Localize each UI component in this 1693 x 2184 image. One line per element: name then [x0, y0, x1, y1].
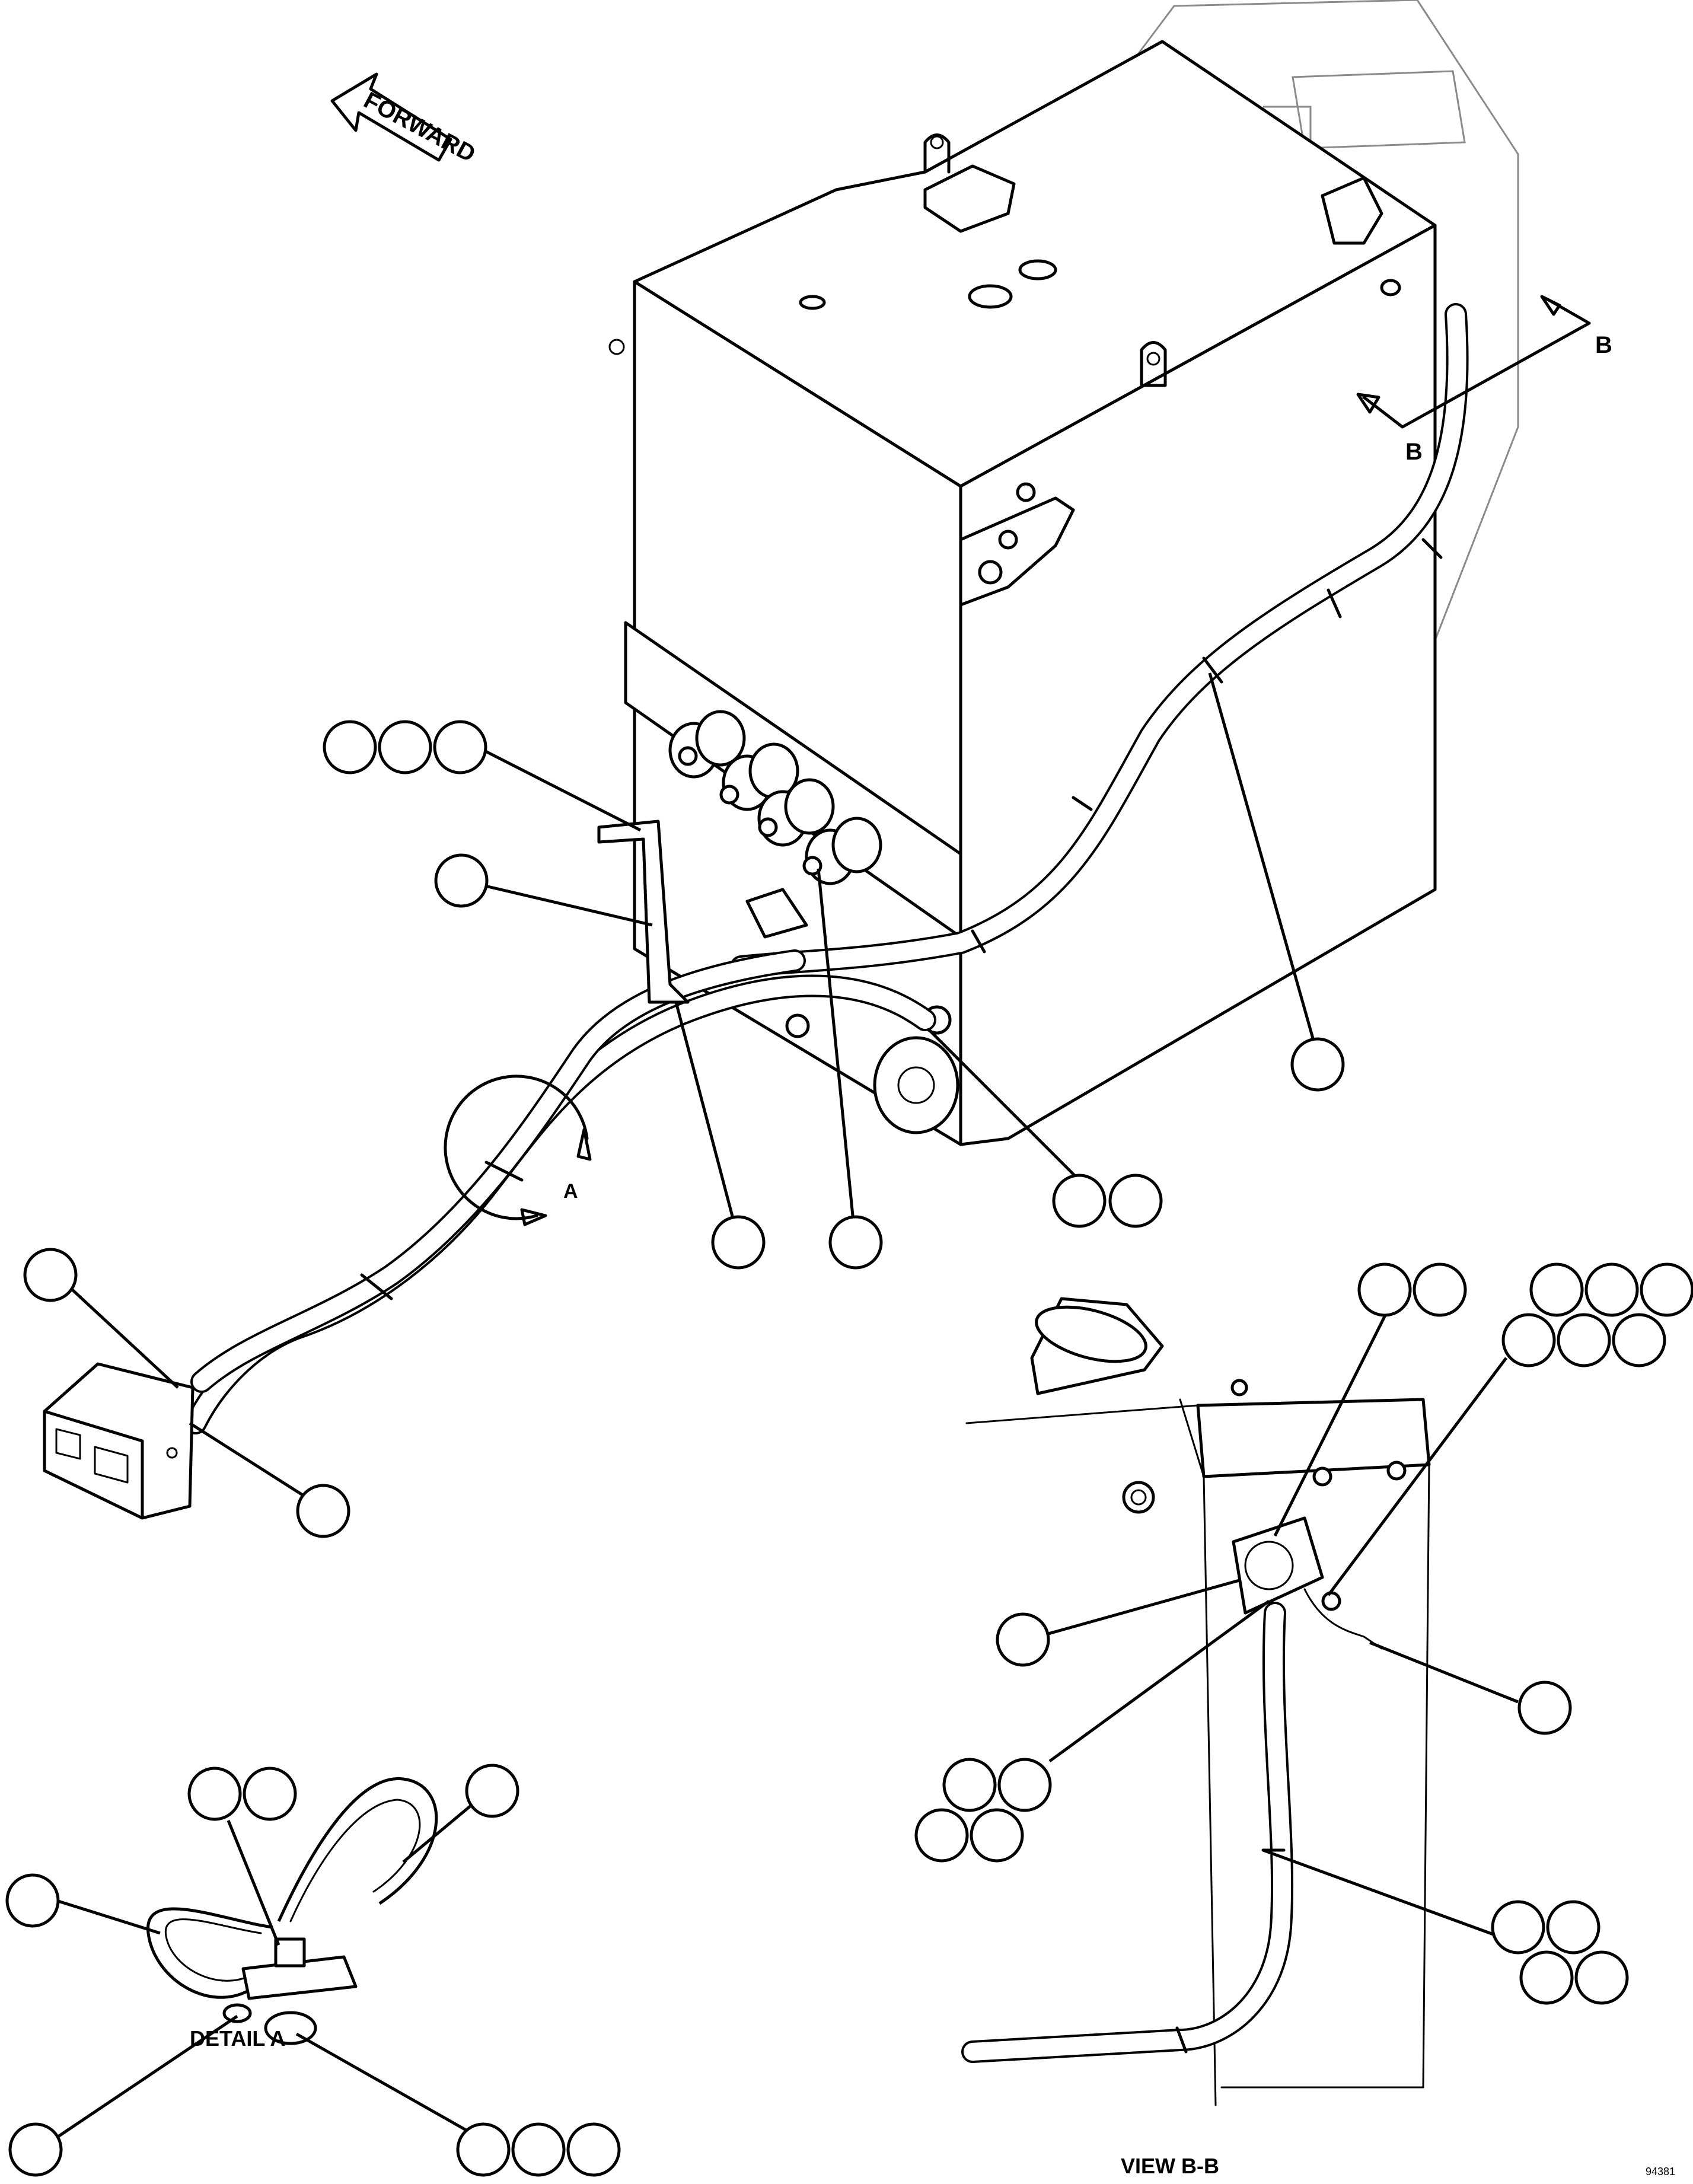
item-balloon	[566, 2122, 621, 2177]
item-balloon	[243, 1767, 297, 1821]
item-balloon	[1529, 1262, 1584, 1317]
item-balloon	[465, 1764, 519, 1818]
leader-lines	[55, 672, 1519, 2140]
item-balloon	[1357, 1262, 1412, 1317]
item-balloon	[456, 2122, 511, 2177]
drawing-number: 94381	[1646, 2166, 1675, 2177]
item-balloon	[1491, 1900, 1545, 1955]
item-balloon	[1574, 1950, 1629, 2005]
forward-arrow: FORWARD	[330, 72, 480, 168]
item-balloon	[1640, 1262, 1693, 1317]
item-balloon	[378, 720, 432, 774]
tank-assembly	[608, 0, 1519, 1146]
section-b-bottom-label: B	[1405, 439, 1423, 465]
item-balloon	[942, 1758, 997, 1812]
item-balloon	[1501, 1313, 1556, 1367]
item-balloon	[1052, 1174, 1107, 1228]
item-balloon	[1413, 1262, 1467, 1317]
item-balloon	[323, 720, 377, 774]
item-balloon	[296, 1484, 350, 1538]
hose-bracket	[597, 820, 690, 1004]
valve-stack	[668, 710, 882, 885]
section-b-top-label: B	[1595, 332, 1612, 358]
item-balloon	[511, 2122, 566, 2177]
item-balloon	[1517, 1681, 1572, 1735]
item-balloon	[1612, 1313, 1666, 1367]
detail-a-view: DETAIL A	[146, 1777, 438, 2051]
item-balloon	[23, 1248, 78, 1302]
forward-label: FORWARD	[359, 87, 479, 168]
detail-a-label: A	[563, 1180, 578, 1203]
view-bb: VIEW B-B	[961, 1297, 1431, 2178]
item-balloon	[8, 2122, 63, 2177]
item-balloon	[434, 853, 489, 908]
item-balloon	[970, 1808, 1024, 1863]
item-balloon	[433, 720, 487, 774]
item-balloon	[5, 1873, 60, 1928]
item-balloon	[828, 1215, 883, 1270]
section-bb-cutline: B B	[1356, 295, 1612, 465]
item-balloon	[711, 1215, 766, 1270]
item-balloons	[5, 720, 1693, 2177]
item-balloon	[997, 1758, 1052, 1812]
connector-box	[43, 1362, 195, 1520]
item-balloon	[1290, 1037, 1345, 1092]
item-balloon	[1546, 1900, 1600, 1955]
item-balloon	[1519, 1950, 1574, 2005]
detail-a-callout: A	[444, 1075, 592, 1226]
item-balloon	[1584, 1262, 1639, 1317]
view-bb-title: VIEW B-B	[1121, 2154, 1219, 2178]
item-balloon	[1108, 1174, 1163, 1228]
item-balloon	[187, 1767, 242, 1821]
item-balloon	[1557, 1313, 1611, 1367]
item-balloon	[996, 1612, 1050, 1667]
item-balloon	[914, 1808, 969, 1863]
